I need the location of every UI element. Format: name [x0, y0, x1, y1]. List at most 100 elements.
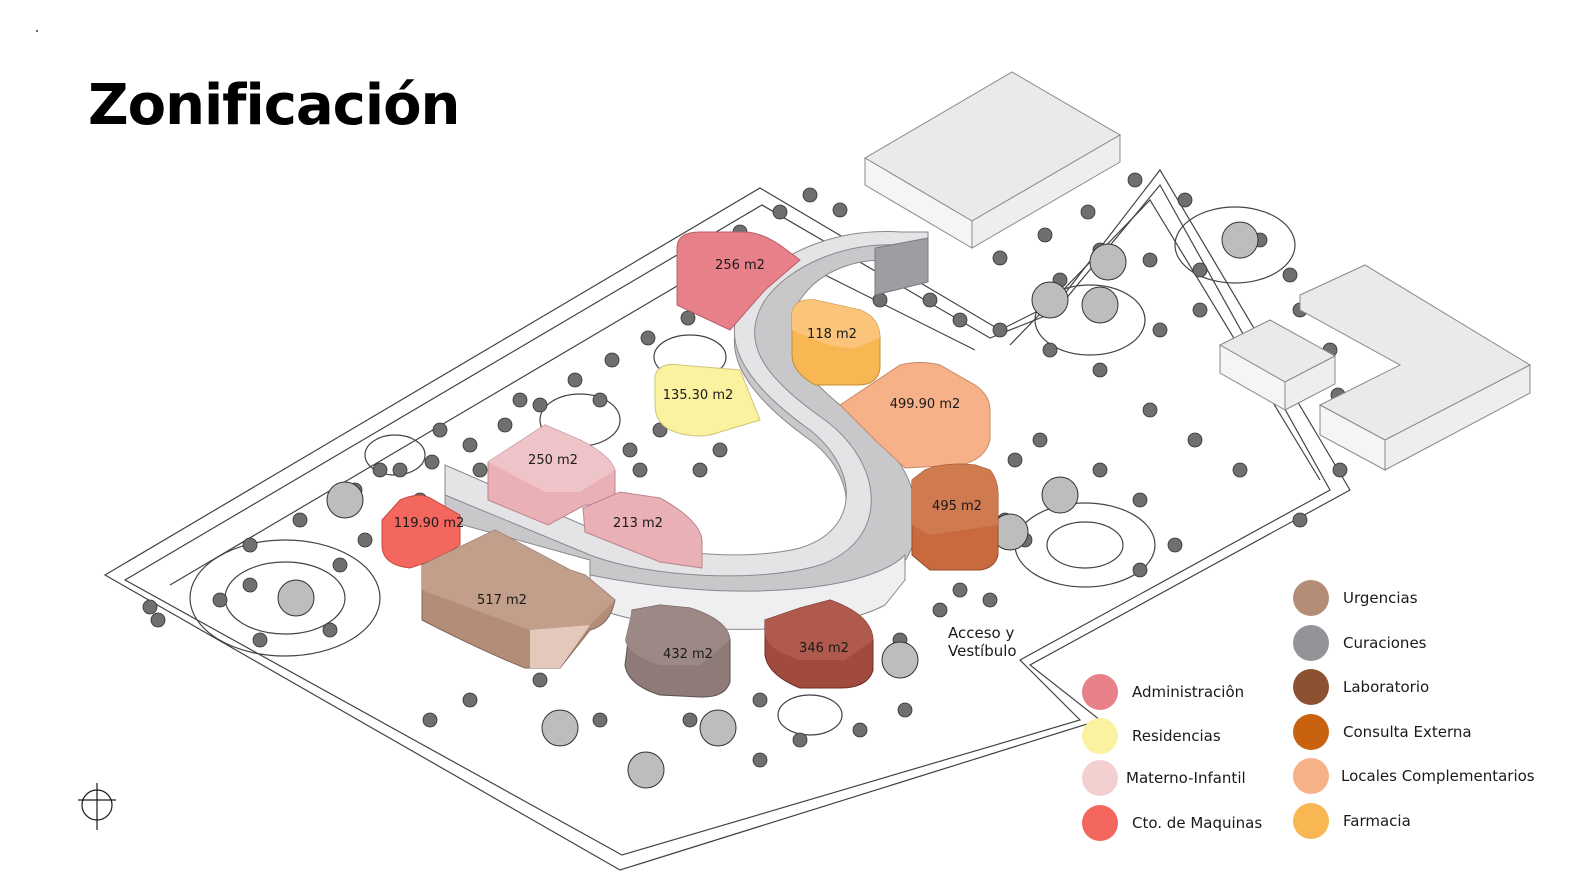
tree-canopy-icon	[699, 709, 737, 747]
tree-icon	[357, 532, 373, 548]
legend-label-materno: Materno-Infantil	[1126, 769, 1246, 787]
tree-icon	[512, 392, 528, 408]
area-label-urgencias: 517 m2	[477, 593, 527, 608]
area-label-materno-250: 250 m2	[528, 453, 578, 468]
garden-circle-right-inner	[1046, 521, 1124, 569]
legend-item-consulta: Consulta Externa	[1293, 714, 1472, 750]
access-label-line2: Vestíbulo	[948, 642, 1017, 660]
garden-circle-corner	[1174, 206, 1296, 284]
tree-icon	[1187, 432, 1203, 448]
tree-icon	[1292, 512, 1308, 528]
tree-icon	[1232, 462, 1248, 478]
zone-block-materno-250: 250 m2	[487, 424, 616, 526]
legend-label-administracion: Administraciôn	[1132, 683, 1245, 701]
tree-icon	[922, 292, 938, 308]
tree-icon	[992, 322, 1008, 338]
page-title: Zonificación	[88, 73, 460, 138]
tree-canopy-icon	[326, 481, 364, 519]
tree-canopy-icon	[627, 751, 665, 789]
tree-canopy-icon	[541, 709, 579, 747]
tree-icon	[712, 442, 728, 458]
legend-swatch-consulta	[1293, 714, 1329, 750]
legend-label-residencias: Residencias	[1132, 727, 1221, 745]
tree-icon	[832, 202, 848, 218]
garden-circle-right	[1014, 502, 1156, 588]
tree-icon	[1127, 172, 1143, 188]
tree-icon	[1092, 362, 1108, 378]
tree-icon	[772, 204, 788, 220]
tree-icon	[982, 592, 998, 608]
tree-icon	[652, 422, 668, 438]
tree-icon	[1192, 262, 1208, 278]
tree-icon	[242, 577, 258, 593]
legend-label-consulta: Consulta Externa	[1343, 723, 1472, 741]
tree-icon	[752, 752, 768, 768]
tree-icon	[1132, 562, 1148, 578]
tree-icon	[632, 462, 648, 478]
access-label-line1: Acceso y	[948, 624, 1015, 642]
legend-item-laboratorio: Laboratorio	[1293, 669, 1429, 705]
tree-icon	[852, 722, 868, 738]
tree-icon	[252, 632, 268, 648]
zone-blocks: 256 m2 118 m2 135.30 m2 499.90 m2	[381, 231, 999, 698]
legend-swatch-urgencias	[1293, 580, 1329, 616]
tree-canopy-icon	[1089, 243, 1127, 281]
area-label-residencias: 135.30 m2	[663, 388, 734, 403]
garden-circle-left	[189, 539, 381, 657]
area-label-locales: 499.90 m2	[890, 397, 961, 412]
zone-block-administracion: 256 m2	[676, 231, 801, 331]
north-arrow-icon	[78, 783, 116, 830]
legend-swatch-farmacia	[1293, 803, 1329, 839]
tree-icon	[432, 422, 448, 438]
legend-item-materno: Materno-Infantil	[1082, 760, 1246, 796]
zone-block-laboratorio: 346 m2	[764, 599, 874, 689]
zone-block-consulta: 495 m2	[911, 463, 999, 571]
area-label-farmacia: 118 m2	[807, 327, 857, 342]
legend-swatch-locales	[1293, 758, 1329, 794]
tree-icon	[1042, 342, 1058, 358]
tree-icon	[1032, 432, 1048, 448]
tree-icon	[592, 712, 608, 728]
legend-label-maquinas: Cto. de Maquinas	[1132, 814, 1263, 832]
zone-block-farmacia: 118 m2	[791, 299, 881, 386]
tree-icon	[424, 454, 440, 470]
legend-item-urgencias: Urgencias	[1293, 580, 1418, 616]
neighbour-block-l	[1299, 264, 1532, 471]
legend-label-curaciones: Curaciones	[1343, 634, 1427, 652]
area-label-curaciones: 432 m2	[663, 647, 713, 662]
tree-canopy-icon	[1221, 221, 1259, 259]
tree-icon	[1080, 204, 1096, 220]
tree-icon	[640, 330, 656, 346]
tree-icon	[682, 712, 698, 728]
tree-icon	[932, 602, 948, 618]
legend-item-residencias: Residencias	[1082, 718, 1221, 754]
neighbour-blocks	[864, 71, 1532, 471]
tree-icon	[792, 732, 808, 748]
zone-block-residencias: 135.30 m2	[654, 364, 761, 437]
tree-icon	[372, 462, 388, 478]
tree-icon	[1132, 492, 1148, 508]
tree-icon	[1142, 402, 1158, 418]
tree-icon	[1152, 322, 1168, 338]
legend-label-farmacia: Farmacia	[1343, 812, 1411, 830]
tree-icon	[242, 537, 258, 553]
tree-icon	[462, 692, 478, 708]
garden-circle-top	[1034, 284, 1146, 356]
tree-icon	[802, 187, 818, 203]
tree-icon	[472, 462, 488, 478]
tree-icon	[592, 392, 608, 408]
tree-icon	[1177, 192, 1193, 208]
zone-block-maquinas: 119.90 m2	[381, 494, 464, 569]
corridor-end-face	[874, 237, 929, 296]
legend-swatch-laboratorio	[1293, 669, 1329, 705]
tree-icon	[1332, 462, 1348, 478]
tree-icon	[1007, 452, 1023, 468]
tree-icon	[992, 250, 1008, 266]
legend-item-curaciones: Curaciones	[1293, 625, 1426, 661]
neighbour-block-small	[1218, 319, 1337, 411]
legend-swatch-materno	[1082, 760, 1118, 796]
tree-group	[142, 172, 1348, 789]
tree-icon	[752, 692, 768, 708]
legend-item-locales: Locales Complementarios	[1293, 758, 1535, 794]
